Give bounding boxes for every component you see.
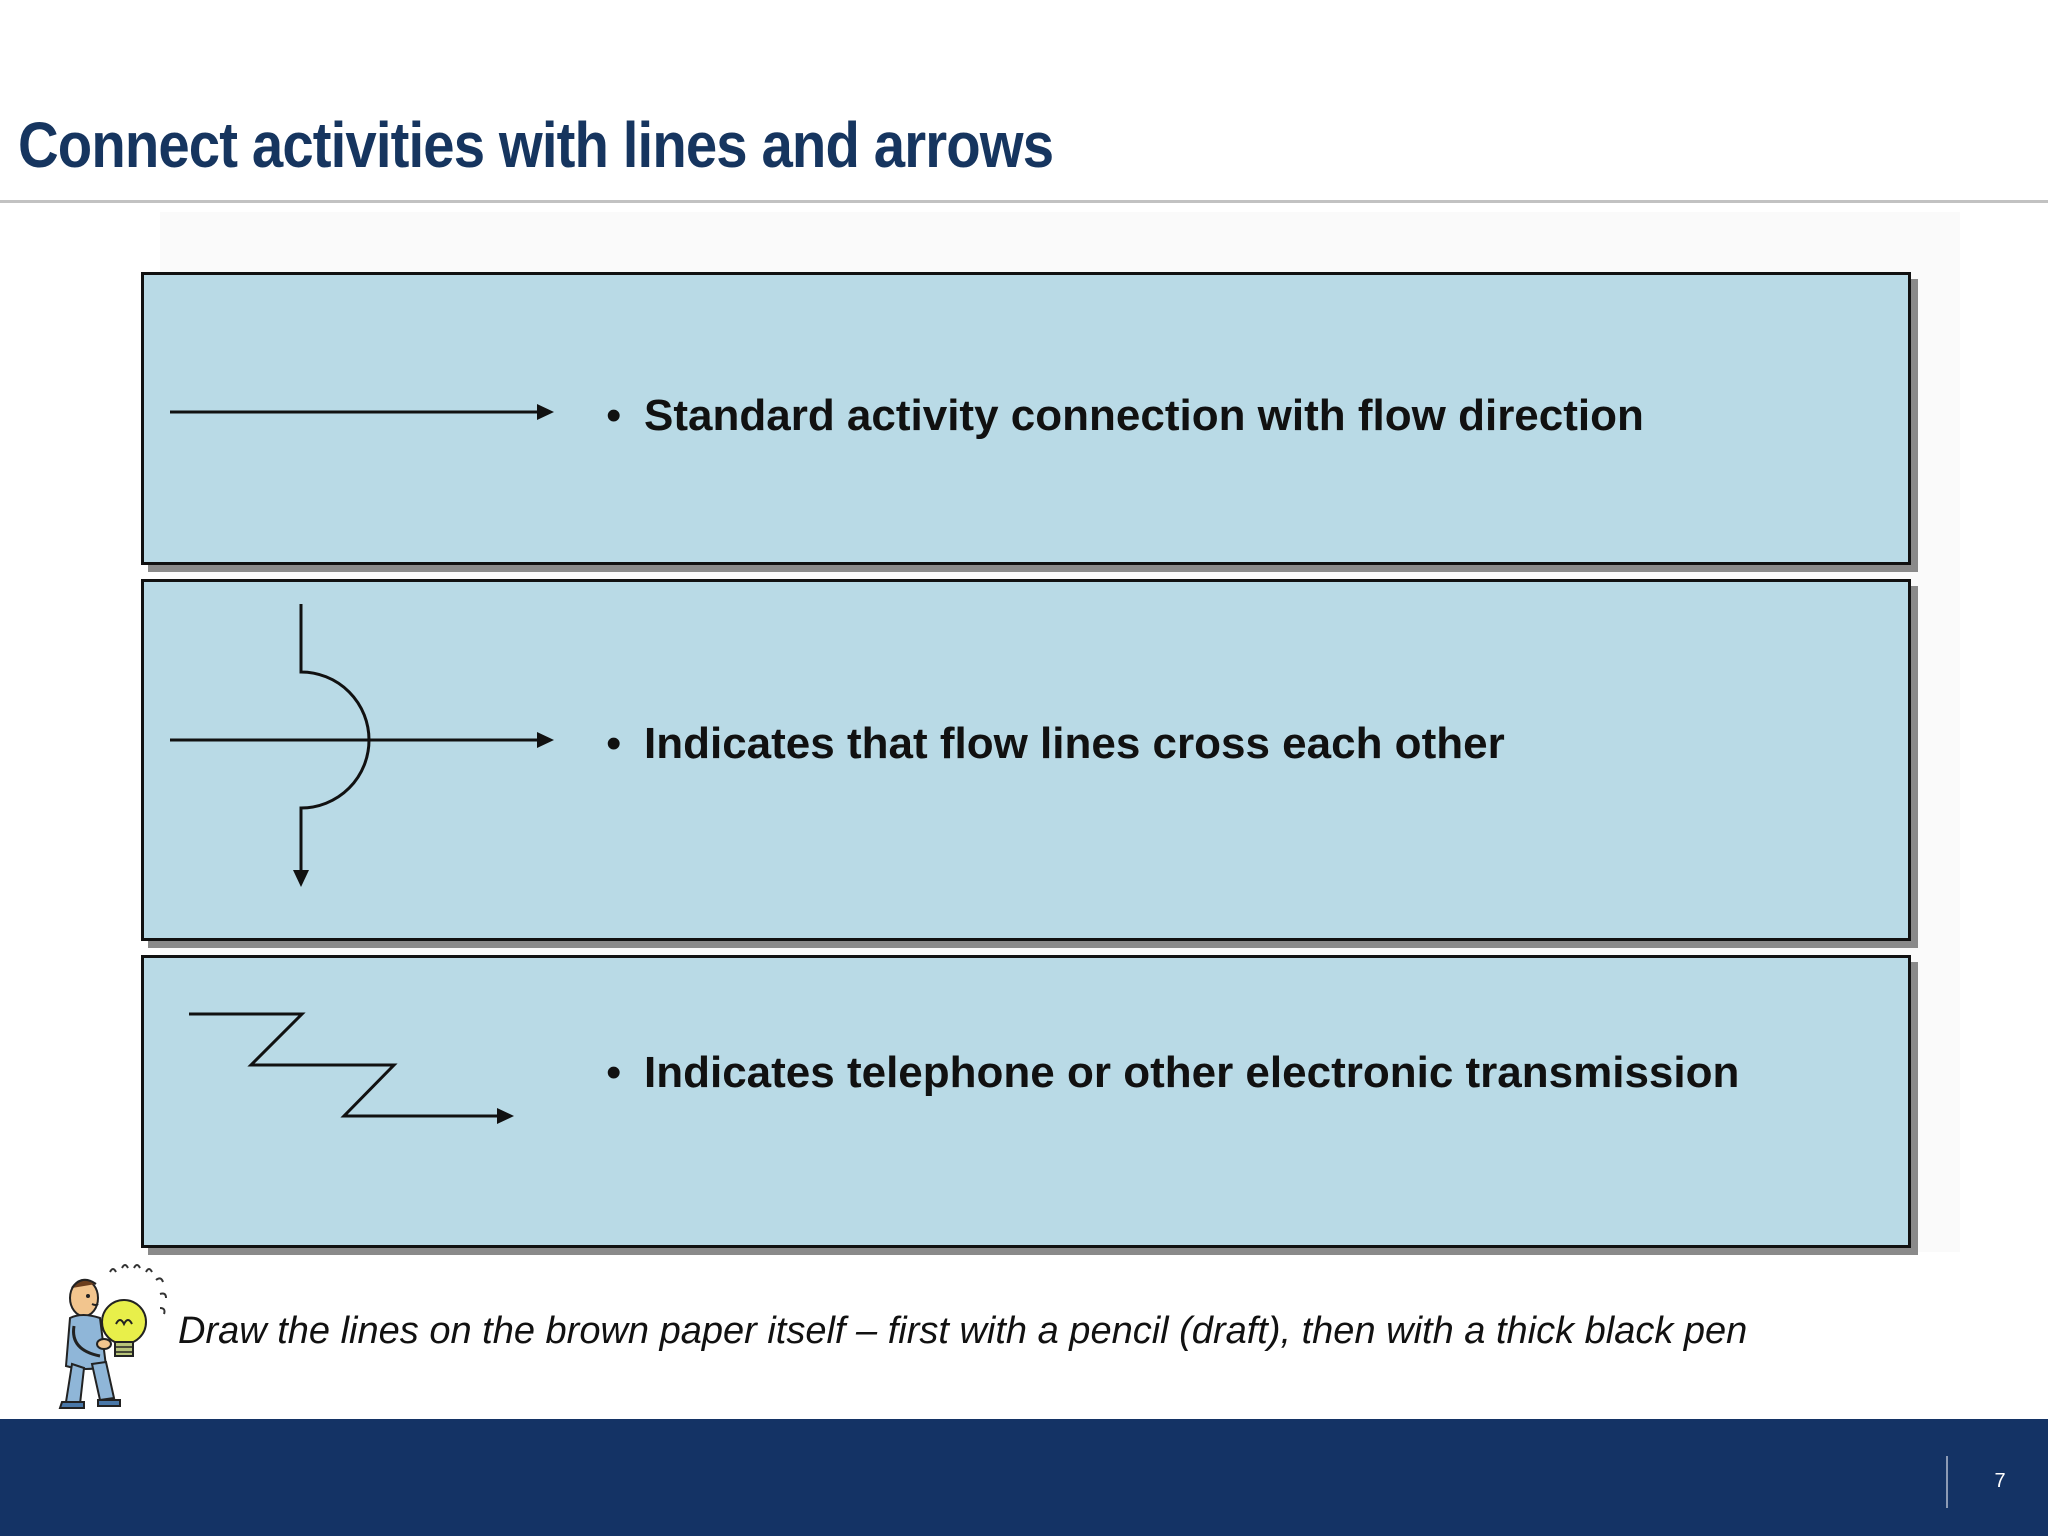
slide-title: Connect activities with lines and arrows	[18, 109, 1054, 181]
page-number: 7	[1994, 1470, 2006, 1492]
crossing-lines-icon	[170, 604, 554, 887]
zigzag-arrow-icon	[189, 1012, 514, 1124]
symbol-text: Standard activity connection with flow d…	[644, 391, 1644, 440]
bullet-marker: •	[606, 391, 622, 440]
symbol-box-electronic-transmission: • Indicates telephone or other electronic…	[141, 955, 1911, 1248]
tip-text: Draw the lines on the brown paper itself…	[178, 1310, 1748, 1352]
symbol-description: • Indicates telephone or other electronic…	[606, 1048, 1739, 1098]
symbol-description: • Standard activity connection with flow …	[606, 391, 1644, 441]
symbol-text: Indicates that flow lines cross each oth…	[644, 719, 1505, 768]
idea-person-lightbulb-icon	[58, 1264, 167, 1409]
symbol-description: • Indicates that flow lines cross each ot…	[606, 719, 1505, 769]
bullet-marker: •	[606, 719, 622, 768]
footer-divider	[1946, 1456, 1948, 1508]
title-divider	[0, 200, 2048, 203]
symbol-text: Indicates telephone or other electronic …	[644, 1048, 1740, 1097]
footer-bar	[0, 1419, 2048, 1536]
bullet-marker: •	[606, 1048, 622, 1097]
straight-arrow-icon	[170, 404, 554, 420]
symbol-box-crossing-lines: • Indicates that flow lines cross each ot…	[141, 579, 1911, 941]
symbol-box-standard-connection: • Standard activity connection with flow …	[141, 272, 1911, 565]
